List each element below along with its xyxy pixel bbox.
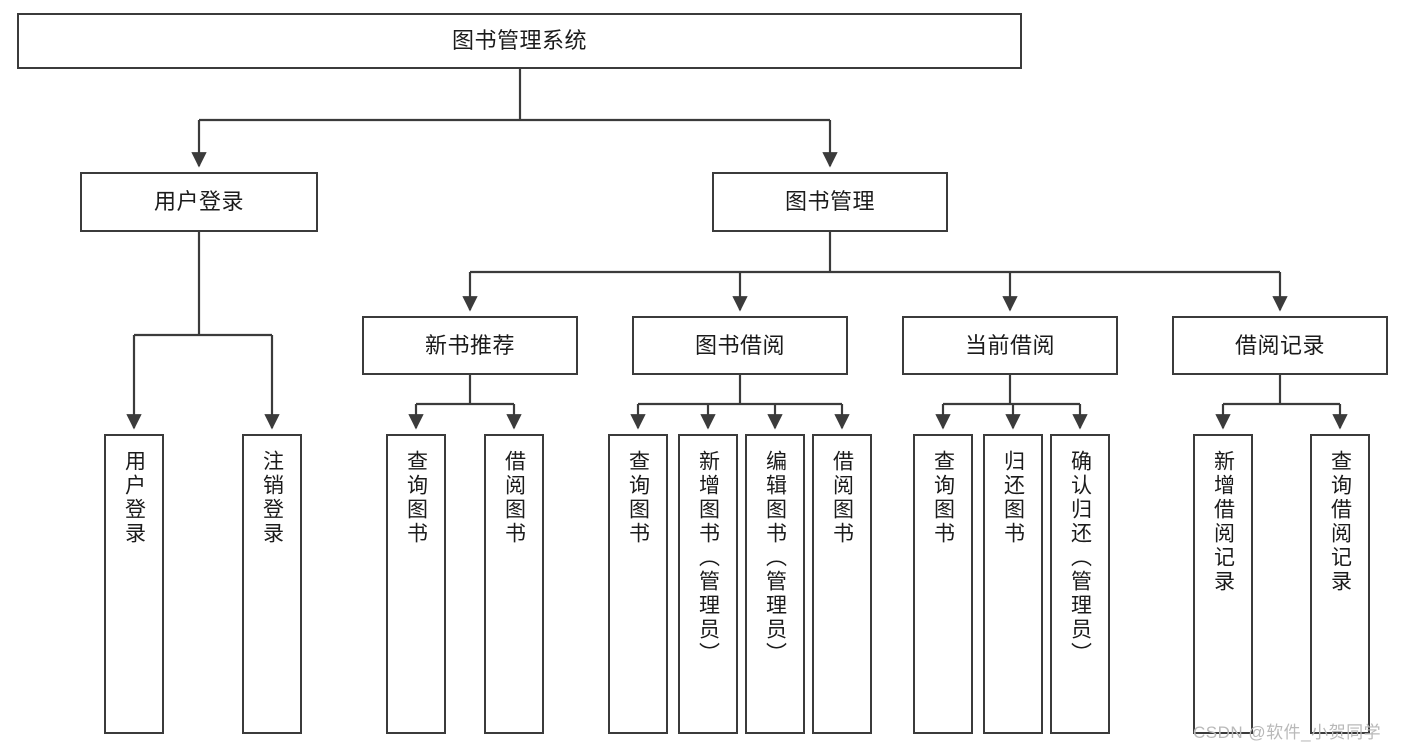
node-leaf-user-logout-label: 注销登录 [260,450,284,546]
node-book-borrow-label: 图书借阅 [694,332,785,358]
node-leaf-query-book-3-label: 查询图书 [931,450,955,546]
node-leaf-query-borrow-record-label: 查询借阅记录 [1328,450,1352,594]
node-new-book-recommend[interactable]: 新书推荐 [362,316,578,375]
node-leaf-query-book-2-label: 查询图书 [626,450,650,546]
node-user-login-label: 用户登录 [153,189,244,215]
node-leaf-confirm-return-label: 确认归还（管理员） [1068,450,1092,666]
node-leaf-query-book-3[interactable]: 查询图书 [913,434,973,734]
node-leaf-confirm-return[interactable]: 确认归还（管理员） [1050,434,1110,734]
node-leaf-user-login[interactable]: 用户登录 [104,434,164,734]
node-root-label: 图书管理系统 [451,28,587,54]
node-leaf-user-login-label: 用户登录 [122,450,146,546]
node-leaf-edit-book-label: 编辑图书（管理员） [763,450,787,666]
node-leaf-query-book-1[interactable]: 查询图书 [386,434,446,734]
node-leaf-add-book[interactable]: 新增图书（管理员） [678,434,738,734]
node-current-borrow-label: 当前借阅 [964,332,1055,358]
node-leaf-add-borrow-record-label: 新增借阅记录 [1211,450,1235,594]
node-leaf-query-book-2[interactable]: 查询图书 [608,434,668,734]
node-leaf-return-book[interactable]: 归还图书 [983,434,1043,734]
node-leaf-add-borrow-record[interactable]: 新增借阅记录 [1193,434,1253,734]
csdn-watermark: CSDN @软件_小贺同学 [1193,723,1382,742]
node-leaf-borrow-book-1[interactable]: 借阅图书 [484,434,544,734]
node-root[interactable]: 图书管理系统 [17,13,1022,69]
node-book-borrow[interactable]: 图书借阅 [632,316,848,375]
node-leaf-query-borrow-record[interactable]: 查询借阅记录 [1310,434,1370,734]
node-leaf-borrow-book-2-label: 借阅图书 [830,450,854,546]
node-leaf-borrow-book-1-label: 借阅图书 [502,450,526,546]
node-leaf-edit-book[interactable]: 编辑图书（管理员） [745,434,805,734]
node-new-book-recommend-label: 新书推荐 [424,332,515,358]
node-borrow-record-label: 借阅记录 [1234,332,1325,358]
node-leaf-borrow-book-2[interactable]: 借阅图书 [812,434,872,734]
node-leaf-query-book-1-label: 查询图书 [404,450,428,546]
node-leaf-return-book-label: 归还图书 [1001,450,1025,546]
node-book-manage[interactable]: 图书管理 [712,172,948,232]
node-current-borrow[interactable]: 当前借阅 [902,316,1118,375]
node-book-manage-label: 图书管理 [784,189,875,215]
node-leaf-add-book-label: 新增图书（管理员） [696,450,720,666]
node-leaf-user-logout[interactable]: 注销登录 [242,434,302,734]
node-borrow-record[interactable]: 借阅记录 [1172,316,1388,375]
node-user-login[interactable]: 用户登录 [80,172,318,232]
